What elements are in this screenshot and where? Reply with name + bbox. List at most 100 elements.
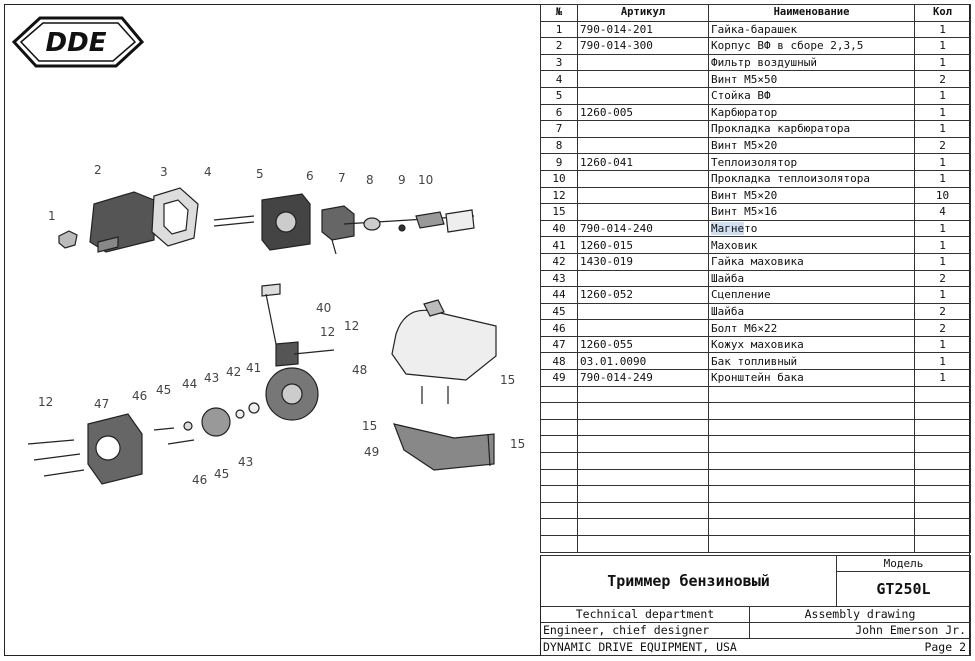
empty-cell [540,452,578,470]
cell-qty: 1 [914,103,971,122]
svg-text:12: 12 [38,395,53,409]
empty-cell [577,518,709,536]
cell-no: 2 [540,37,578,55]
cell-qty: 2 [914,319,971,337]
empty-cell [540,402,578,420]
cell-qty: 1 [914,169,971,188]
cell-article: 790-014-201 [577,20,709,39]
cell-article [577,86,709,105]
empty-cell [577,468,709,487]
empty-cell [577,385,709,404]
svg-text:44: 44 [182,377,197,391]
cell-qty: 2 [914,302,971,321]
cell-qty: 1 [914,37,971,55]
person-cell: John Emerson Jr. [749,622,971,639]
svg-text:15: 15 [500,373,515,387]
exploded-view-diagram: DDE [11,16,525,487]
cell-no: 45 [540,302,578,321]
cell-qty: 1 [914,286,971,304]
cell-name: Карбюратор [708,103,915,122]
cell-no: 8 [540,136,578,155]
cell-no: 10 [540,169,578,188]
svg-text:2: 2 [94,163,102,177]
empty-cell [708,485,915,503]
empty-row [540,435,971,454]
cell-article: 1260-041 [577,153,709,171]
model-value: GT250L [876,580,931,598]
empty-cell [708,452,915,470]
cell-name: Болт М6×22 [708,319,915,337]
company-cell: DYNAMIC DRIVE EQUIPMENT, USA Page 2 [541,638,971,656]
cell-name: Корпус ВФ в сборе 2,3,5 [708,37,915,55]
svg-text:43: 43 [238,455,253,469]
title-block: Триммер бензиновый Модель GT250L Technic… [540,555,971,656]
cell-qty: 2 [914,70,971,88]
empty-row [540,535,971,553]
cell-no: 42 [540,252,578,271]
cell-name: Кронштейн бака [708,369,915,387]
cell-article: 1260-015 [577,236,709,254]
cell-no: 48 [540,352,578,371]
empty-cell [914,385,971,404]
cell-article [577,302,709,321]
cell-article [577,269,709,288]
cell-qty: 1 [914,369,971,387]
role-cell: Engineer, chief designer [541,622,750,639]
empty-cell [577,418,709,437]
cell-qty: 1 [914,236,971,254]
cell-article [577,186,709,205]
department-cell: Technical department [541,606,750,623]
cell-no: 46 [540,319,578,337]
header-article: Артикул [577,4,709,22]
cell-no: 43 [540,269,578,288]
svg-text:3: 3 [160,165,168,179]
cell-name: Винт М5×20 [708,136,915,155]
air-filter-group [58,187,475,255]
svg-text:10: 10 [418,173,433,187]
cell-name: Фильтр воздушный [708,53,915,72]
cell-article: 790-014-240 [577,219,709,238]
exploded-view: DDE [4,4,540,656]
cell-article: 1430-019 [577,252,709,271]
model-label: Модель [883,557,924,570]
fuel-tank-group [391,299,497,471]
cell-no: 4 [540,70,578,88]
company: DYNAMIC DRIVE EQUIPMENT, USA [543,640,737,654]
cell-no: 3 [540,53,578,72]
svg-text:15: 15 [510,437,525,451]
callout-labels: 1 2 3 4 5 6 7 8 9 10 40 12 12 48 15 15 4… [38,163,525,487]
svg-text:45: 45 [156,383,171,397]
svg-text:45: 45 [214,467,229,481]
cell-name: Маховик [708,236,915,254]
svg-text:4: 4 [204,165,212,179]
cell-qty: 1 [914,120,971,138]
svg-text:6: 6 [306,169,314,183]
cell-name: Теплоизолятор [708,153,915,171]
cell-qty: 2 [914,136,971,155]
svg-text:42: 42 [226,365,241,379]
cell-name: Стойка ВФ [708,86,915,105]
cell-article: 1260-055 [577,335,709,354]
empty-cell [914,435,971,454]
empty-cell [540,435,578,454]
empty-cell [540,501,578,520]
svg-text:7: 7 [338,171,346,185]
cell-name: Винт М5×20 [708,186,915,205]
empty-cell [540,485,578,503]
cell-article [577,169,709,188]
empty-cell [914,485,971,503]
cell-qty: 1 [914,153,971,171]
empty-cell [577,402,709,420]
cell-qty: 1 [914,352,971,371]
empty-cell [914,402,971,420]
cell-no: 47 [540,335,578,354]
cell-article [577,319,709,337]
